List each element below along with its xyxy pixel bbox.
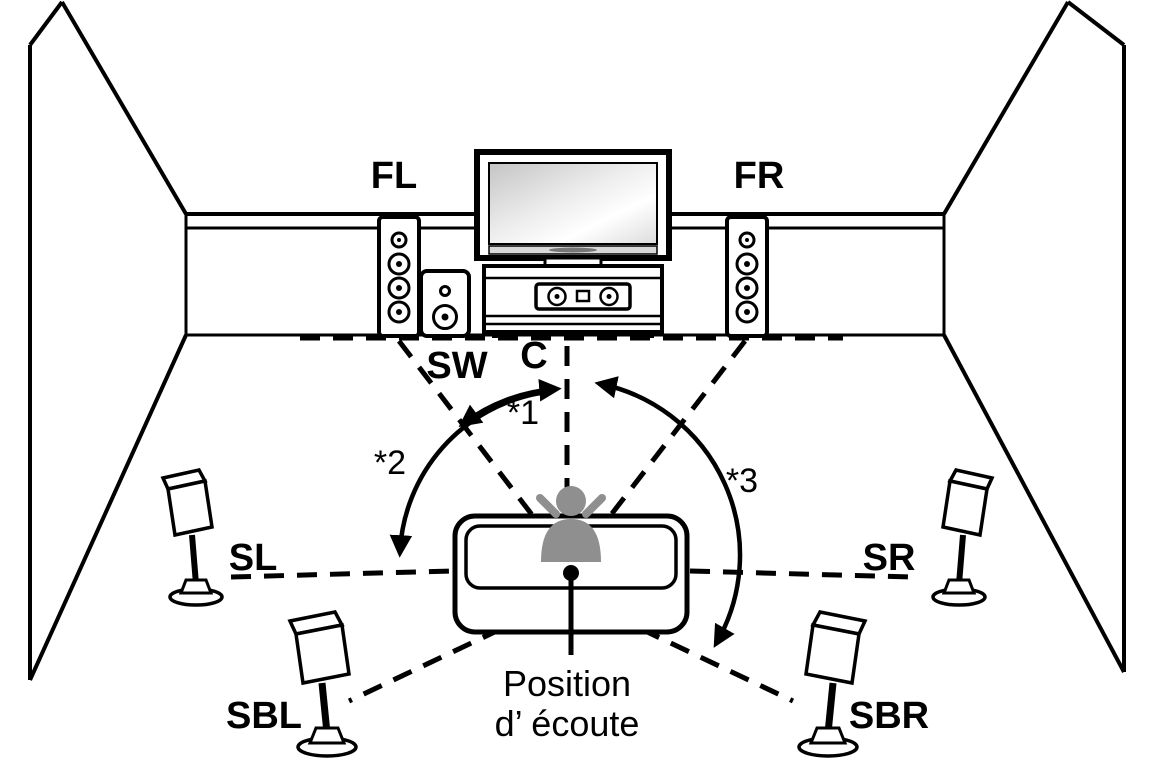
wall-corner-top-left xyxy=(28,0,64,47)
line-to-front-right xyxy=(605,339,747,522)
arm-right xyxy=(582,494,606,518)
stand-foot xyxy=(941,578,977,595)
driver-dot xyxy=(554,294,560,299)
stand-pole xyxy=(824,682,837,734)
surround-left-speaker xyxy=(160,468,224,607)
arm-left xyxy=(536,494,560,518)
label-front-right: FR xyxy=(734,155,785,197)
angle-arc-3 xyxy=(594,376,743,648)
label-center: C xyxy=(520,335,547,377)
driver-dot xyxy=(744,285,750,291)
listening-position-marker xyxy=(563,565,579,655)
angle-arc-1 xyxy=(458,379,562,428)
stand-foot xyxy=(307,726,347,745)
speaker-front-face xyxy=(804,622,861,686)
ceiling-edge-left xyxy=(60,0,188,216)
center-port xyxy=(575,289,591,303)
line-to-surround-back-right xyxy=(639,626,795,704)
position-dot xyxy=(563,565,579,581)
speaker-front-face xyxy=(166,478,214,538)
label-angle-2: *2 xyxy=(374,444,406,482)
tv-logo-slot xyxy=(549,247,597,253)
driver-dot xyxy=(396,261,402,267)
label-subwoofer: SW xyxy=(426,345,487,387)
surround-back-left-speaker xyxy=(287,610,358,758)
angle-arc-2 xyxy=(389,390,541,558)
surround-right-speaker xyxy=(931,468,995,607)
left-floor-line xyxy=(28,334,188,681)
driver-dot xyxy=(606,294,612,299)
line-to-front-left xyxy=(397,339,538,522)
label-surround-left: SL xyxy=(229,537,278,579)
stand-foot xyxy=(492,332,508,338)
speaker-front-face xyxy=(941,478,989,538)
angle-arcs xyxy=(389,376,743,648)
listening-position-caption-line2: d’ écoute xyxy=(495,703,640,744)
wall-corner-top-right xyxy=(1066,0,1126,47)
driver-dot xyxy=(744,261,750,267)
driver-dot xyxy=(744,309,750,315)
head xyxy=(556,486,586,516)
tweeter-icon xyxy=(439,285,451,297)
tv xyxy=(474,149,672,261)
line-to-surround-left xyxy=(230,568,453,580)
ceiling-edge-right xyxy=(942,0,1070,216)
person-listener xyxy=(536,486,606,562)
line-to-surround-back-left xyxy=(347,626,503,704)
woofer-dot xyxy=(441,313,449,321)
stand-pole xyxy=(956,534,966,585)
driver-dot xyxy=(397,238,401,242)
stand-foot xyxy=(638,332,654,338)
stand-foot xyxy=(808,726,848,745)
subwoofer xyxy=(419,269,471,338)
speaker-front-face xyxy=(294,622,351,686)
stand-pole xyxy=(189,534,199,585)
torso xyxy=(541,519,601,562)
driver-dot xyxy=(396,309,402,315)
label-surround-right: SR xyxy=(863,537,916,579)
stand-foot xyxy=(178,578,214,595)
listening-position-caption-line1: Position xyxy=(503,663,631,704)
label-front-left: FL xyxy=(371,155,417,197)
surround-back-right-speaker xyxy=(797,610,868,758)
driver-dot xyxy=(745,238,749,242)
center-speaker xyxy=(534,282,632,311)
label-angle-3: *3 xyxy=(726,462,758,500)
room-outline xyxy=(28,0,1126,681)
front-left-speaker xyxy=(377,215,421,338)
label-angle-1: *1 xyxy=(507,394,539,432)
front-right-speaker xyxy=(725,215,769,338)
stand-pole xyxy=(318,682,331,734)
right-floor-line xyxy=(942,334,1126,673)
driver-dot xyxy=(396,285,402,291)
label-surround-back-right: SBR xyxy=(849,695,929,737)
tv-screen xyxy=(488,162,658,245)
label-surround-back-left: SBL xyxy=(226,695,302,737)
